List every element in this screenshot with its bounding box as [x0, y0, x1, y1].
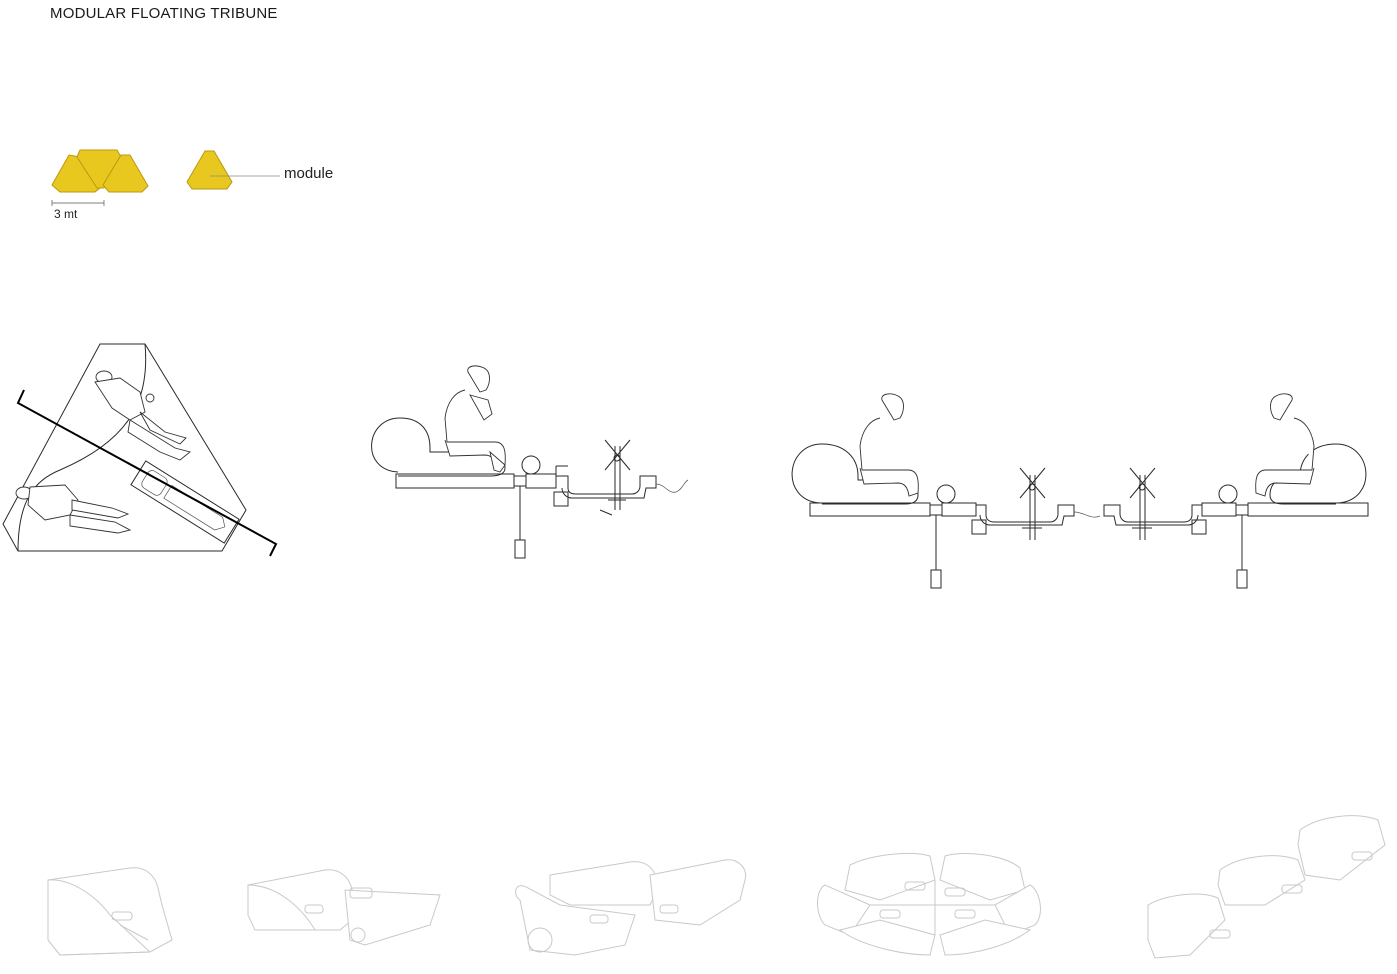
module-label: module	[284, 165, 334, 182]
module-triangle-right	[102, 154, 149, 193]
module-cluster-icon	[51, 149, 149, 193]
axonometric-config-5	[1147, 815, 1386, 959]
person-figure	[444, 365, 506, 473]
person-figure	[859, 393, 919, 497]
section-single-module	[371, 365, 689, 559]
scale-label: 3 mt	[54, 207, 78, 221]
person-figure	[15, 484, 132, 534]
plan-view	[2, 343, 278, 557]
page-title: MODULAR FLOATING TRIBUNE	[50, 5, 278, 22]
person-figure	[1255, 393, 1315, 497]
axonometric-config-2	[247, 869, 441, 946]
person-figure	[94, 370, 191, 461]
axonometric-config-3	[515, 859, 747, 956]
axonometric-config-1	[47, 867, 173, 956]
module-triangle-middle	[76, 149, 122, 189]
axonometric-config-4	[817, 852, 1041, 956]
section-cut-line	[16, 389, 278, 557]
single-module-icon	[186, 150, 233, 190]
section-double-module	[791, 393, 1369, 589]
scale-bar	[51, 200, 105, 206]
